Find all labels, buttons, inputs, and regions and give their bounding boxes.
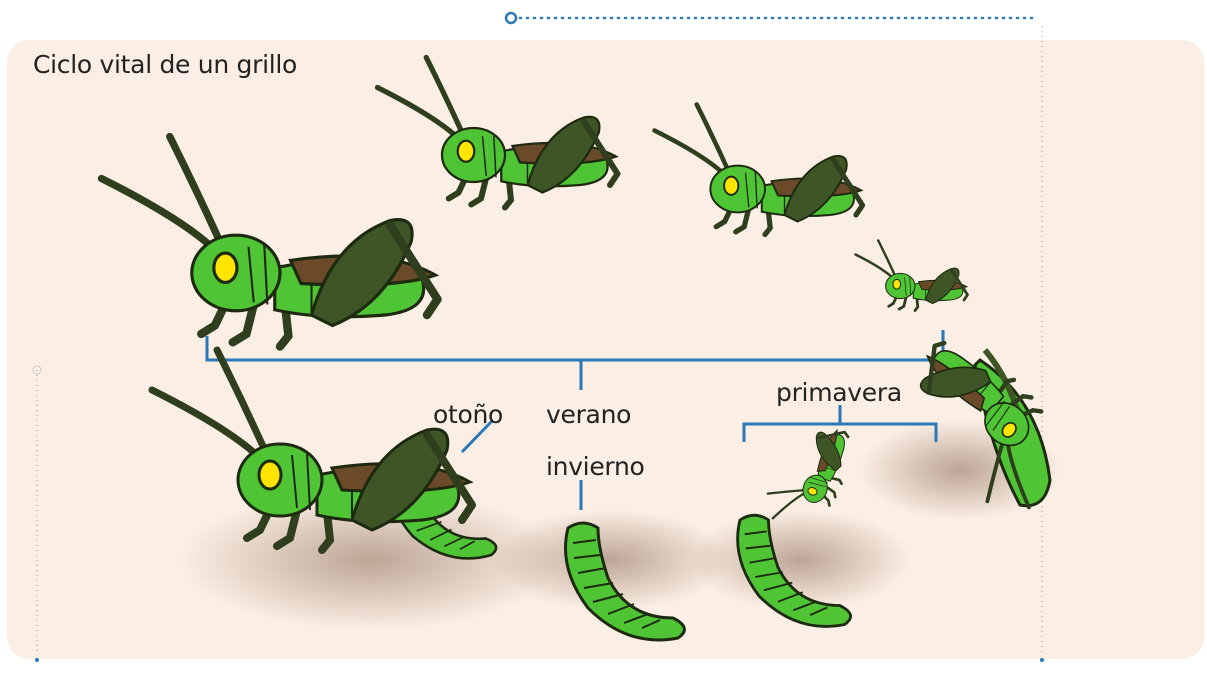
label-autumn: otoño xyxy=(433,400,503,429)
young-cricket-right xyxy=(655,105,863,235)
label-spring: primavera xyxy=(776,378,902,407)
guide-start-icon xyxy=(506,13,516,23)
diagram-title: Ciclo vital de un grillo xyxy=(33,50,297,79)
adult-cricket-top xyxy=(378,58,618,208)
adult-cricket-large xyxy=(102,137,438,347)
label-summer: verano xyxy=(546,400,631,429)
nymph-cricket-small xyxy=(856,241,968,311)
season-bracket xyxy=(207,330,943,360)
label-winter: invierno xyxy=(546,452,645,481)
